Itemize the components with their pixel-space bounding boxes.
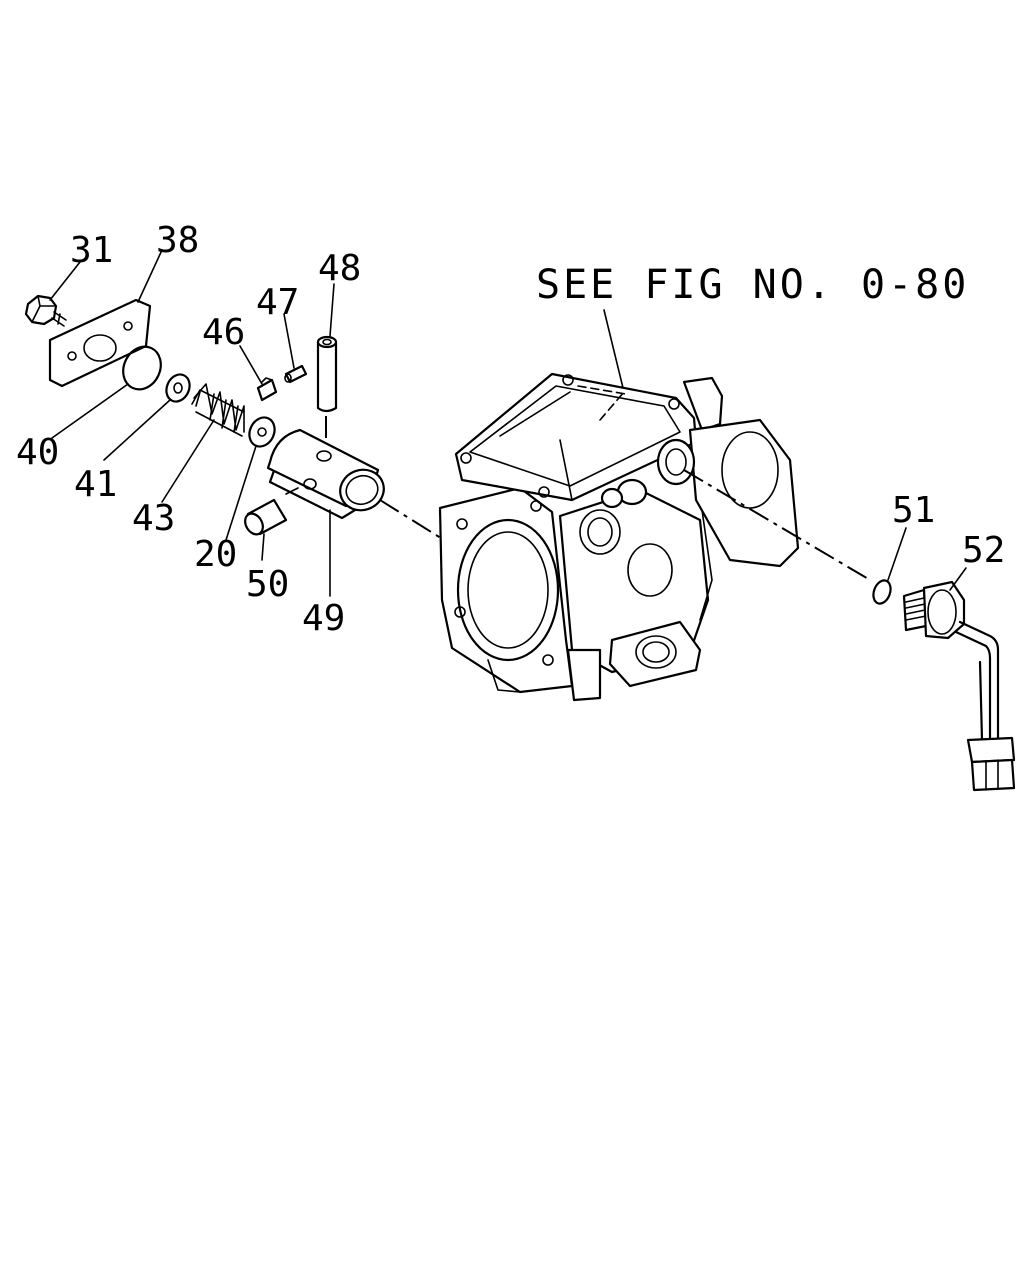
leader-50: [261, 533, 265, 561]
part-20-washer: [248, 416, 276, 448]
part-48-rod: [316, 335, 338, 452]
part-50-plug: [244, 487, 299, 536]
part-46-clip: [256, 377, 278, 402]
part-49-housing: [266, 428, 385, 520]
leader-48: [329, 283, 335, 337]
callout-31: 31: [70, 230, 113, 271]
leader-52: [949, 567, 967, 591]
axis-line-left: [379, 499, 445, 541]
axis-line-right: [683, 469, 871, 581]
callout-47: 47: [256, 282, 299, 323]
leader-43: [161, 419, 215, 503]
callout-38: 38: [156, 220, 199, 261]
part-47-pin: [284, 364, 308, 384]
callout-43: 43: [132, 498, 175, 539]
part-38-cover-plate: [48, 298, 152, 388]
part-51-o-ring: [872, 579, 892, 605]
leader-40: [51, 383, 129, 439]
leader-20: [225, 445, 257, 541]
callout-41: 41: [74, 464, 117, 505]
reference-note: SEE FIG NO. 0-80: [536, 262, 969, 308]
part-41-washer: [165, 373, 191, 403]
callout-48: 48: [318, 248, 361, 289]
callout-46: 46: [202, 312, 245, 353]
leader-47: [283, 313, 295, 369]
callout-49: 49: [302, 598, 345, 639]
leader-46: [239, 345, 263, 385]
part-43-spring: [191, 383, 245, 437]
callout-52: 52: [962, 530, 1005, 571]
leader-41: [103, 399, 171, 461]
leader-51: [887, 527, 907, 581]
part-52-sensor: [902, 580, 1016, 792]
part-40-o-ring: [122, 345, 162, 391]
callout-50: 50: [246, 564, 289, 605]
callout-40: 40: [16, 432, 59, 473]
part-31-bolt: [24, 294, 67, 327]
reference-leader: [603, 309, 625, 393]
callout-51: 51: [892, 490, 935, 531]
main-body-housing: [438, 372, 800, 702]
callout-20: 20: [194, 534, 237, 575]
leader-38: [137, 249, 163, 303]
leader-31: [49, 261, 81, 301]
